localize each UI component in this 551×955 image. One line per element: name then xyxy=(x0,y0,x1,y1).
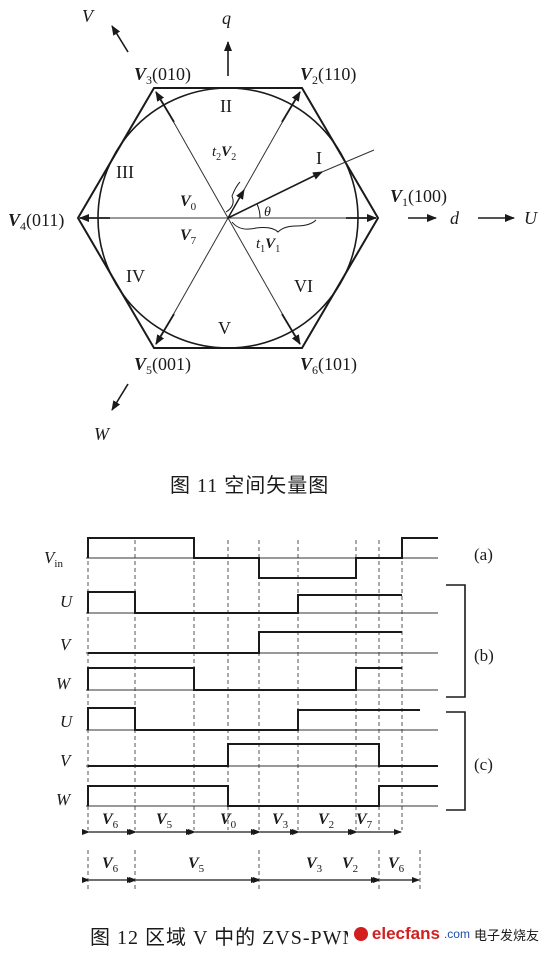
vector-sequence-2: V6 V5 V3 V2 V6 xyxy=(82,850,421,890)
row-label-b-u: U xyxy=(60,592,74,611)
label-v0: V0 xyxy=(180,193,197,213)
watermark-logo-icon xyxy=(353,927,368,941)
arrow-v2 xyxy=(281,91,301,123)
row-label-c-v: V xyxy=(60,751,73,770)
svg-text:V2: V2 xyxy=(342,855,358,875)
row-label-c-u: U xyxy=(60,712,74,731)
sector-iii: III xyxy=(116,162,134,182)
waveform-vin xyxy=(87,537,438,579)
label-t1v1: t1V1 xyxy=(256,236,280,255)
label-v7: V7 xyxy=(180,227,197,247)
waveform-c-u xyxy=(87,707,420,731)
label-v6: V6(101) xyxy=(300,354,357,377)
figure-11-caption: 图 11 空间矢量图 xyxy=(170,474,329,497)
arrow-v-phase xyxy=(111,25,129,53)
space-vector-diagram: V1(100) V2(110) V3(010) V4(011) V5(001) … xyxy=(8,6,538,444)
elecfans-watermark: elecfans.com 电子发烧友 xyxy=(347,922,545,946)
svg-text:V3: V3 xyxy=(306,855,323,875)
group-label-b: (b) xyxy=(474,646,494,665)
time-divisions xyxy=(87,540,403,830)
sector-v: V xyxy=(218,318,231,338)
svg-text:V0: V0 xyxy=(220,811,237,831)
row-label-b-v: V xyxy=(60,635,73,654)
svg-text:V6: V6 xyxy=(388,855,405,875)
label-v-phase: V xyxy=(82,6,95,26)
arrow-w-phase xyxy=(111,383,129,411)
label-w-phase: W xyxy=(94,424,111,444)
svg-text:V6: V6 xyxy=(102,811,119,831)
watermark-cn: 电子发烧友 xyxy=(473,928,539,944)
label-q: q xyxy=(222,8,231,28)
label-v5: V5(001) xyxy=(134,354,191,377)
angle-arc xyxy=(256,203,261,219)
label-u: U xyxy=(524,208,538,228)
label-theta: θ xyxy=(264,205,271,220)
label-v2: V2(110) xyxy=(300,64,356,87)
svg-text:V7: V7 xyxy=(356,811,373,831)
figure-12-caption: 图 12 区域 V 中的 ZVS-PWM 模式 xyxy=(90,926,409,949)
svg-text:V6: V6 xyxy=(102,855,119,875)
t2v2-component xyxy=(227,189,245,219)
svg-text:V5: V5 xyxy=(156,811,173,831)
arrow-v6 xyxy=(281,313,301,345)
label-t2v2: t2V2 xyxy=(212,144,236,163)
svg-text:V3: V3 xyxy=(272,811,289,831)
label-v4: V4(011) xyxy=(8,210,64,233)
group-label-c: (c) xyxy=(474,755,493,774)
sector-i: I xyxy=(316,148,322,168)
row-label-vin: Vin xyxy=(44,548,63,570)
svg-text:V2: V2 xyxy=(318,811,334,831)
sector-iv: IV xyxy=(126,266,145,286)
t2-brace xyxy=(225,181,241,213)
bracket-c xyxy=(446,711,466,811)
watermark-brand: elecfans xyxy=(371,924,440,943)
label-v3: V3(010) xyxy=(134,64,191,87)
waveform-b-u xyxy=(87,591,402,614)
waveform-b-w xyxy=(87,667,402,691)
label-v1: V1(100) xyxy=(390,186,447,209)
t1-brace xyxy=(231,219,317,233)
arrow-v3 xyxy=(155,91,175,123)
bracket-b xyxy=(446,584,466,698)
reference-vector xyxy=(227,171,323,219)
label-d: d xyxy=(450,208,460,228)
group-label-a: (a) xyxy=(474,545,493,564)
row-label-b-w: W xyxy=(56,674,72,693)
svg-text:V5: V5 xyxy=(188,855,205,875)
waveform-b-v xyxy=(88,631,402,654)
waveform-c-v xyxy=(88,743,438,767)
sector-vi: VI xyxy=(294,276,313,296)
zvs-pwm-timing-diagram: Vin U V W U V W (a) (b) (c) V6 V5 V0 V3 … xyxy=(44,537,494,890)
sector-ii: II xyxy=(220,96,232,116)
row-label-c-w: W xyxy=(56,790,72,809)
arrow-v5 xyxy=(155,313,175,345)
vector-sequence-1: V6 V5 V0 V3 V2 V7 xyxy=(82,811,402,835)
waveform-c-w xyxy=(87,785,438,807)
sector-i-ray xyxy=(321,149,375,173)
watermark-suffix: .com xyxy=(443,927,470,941)
